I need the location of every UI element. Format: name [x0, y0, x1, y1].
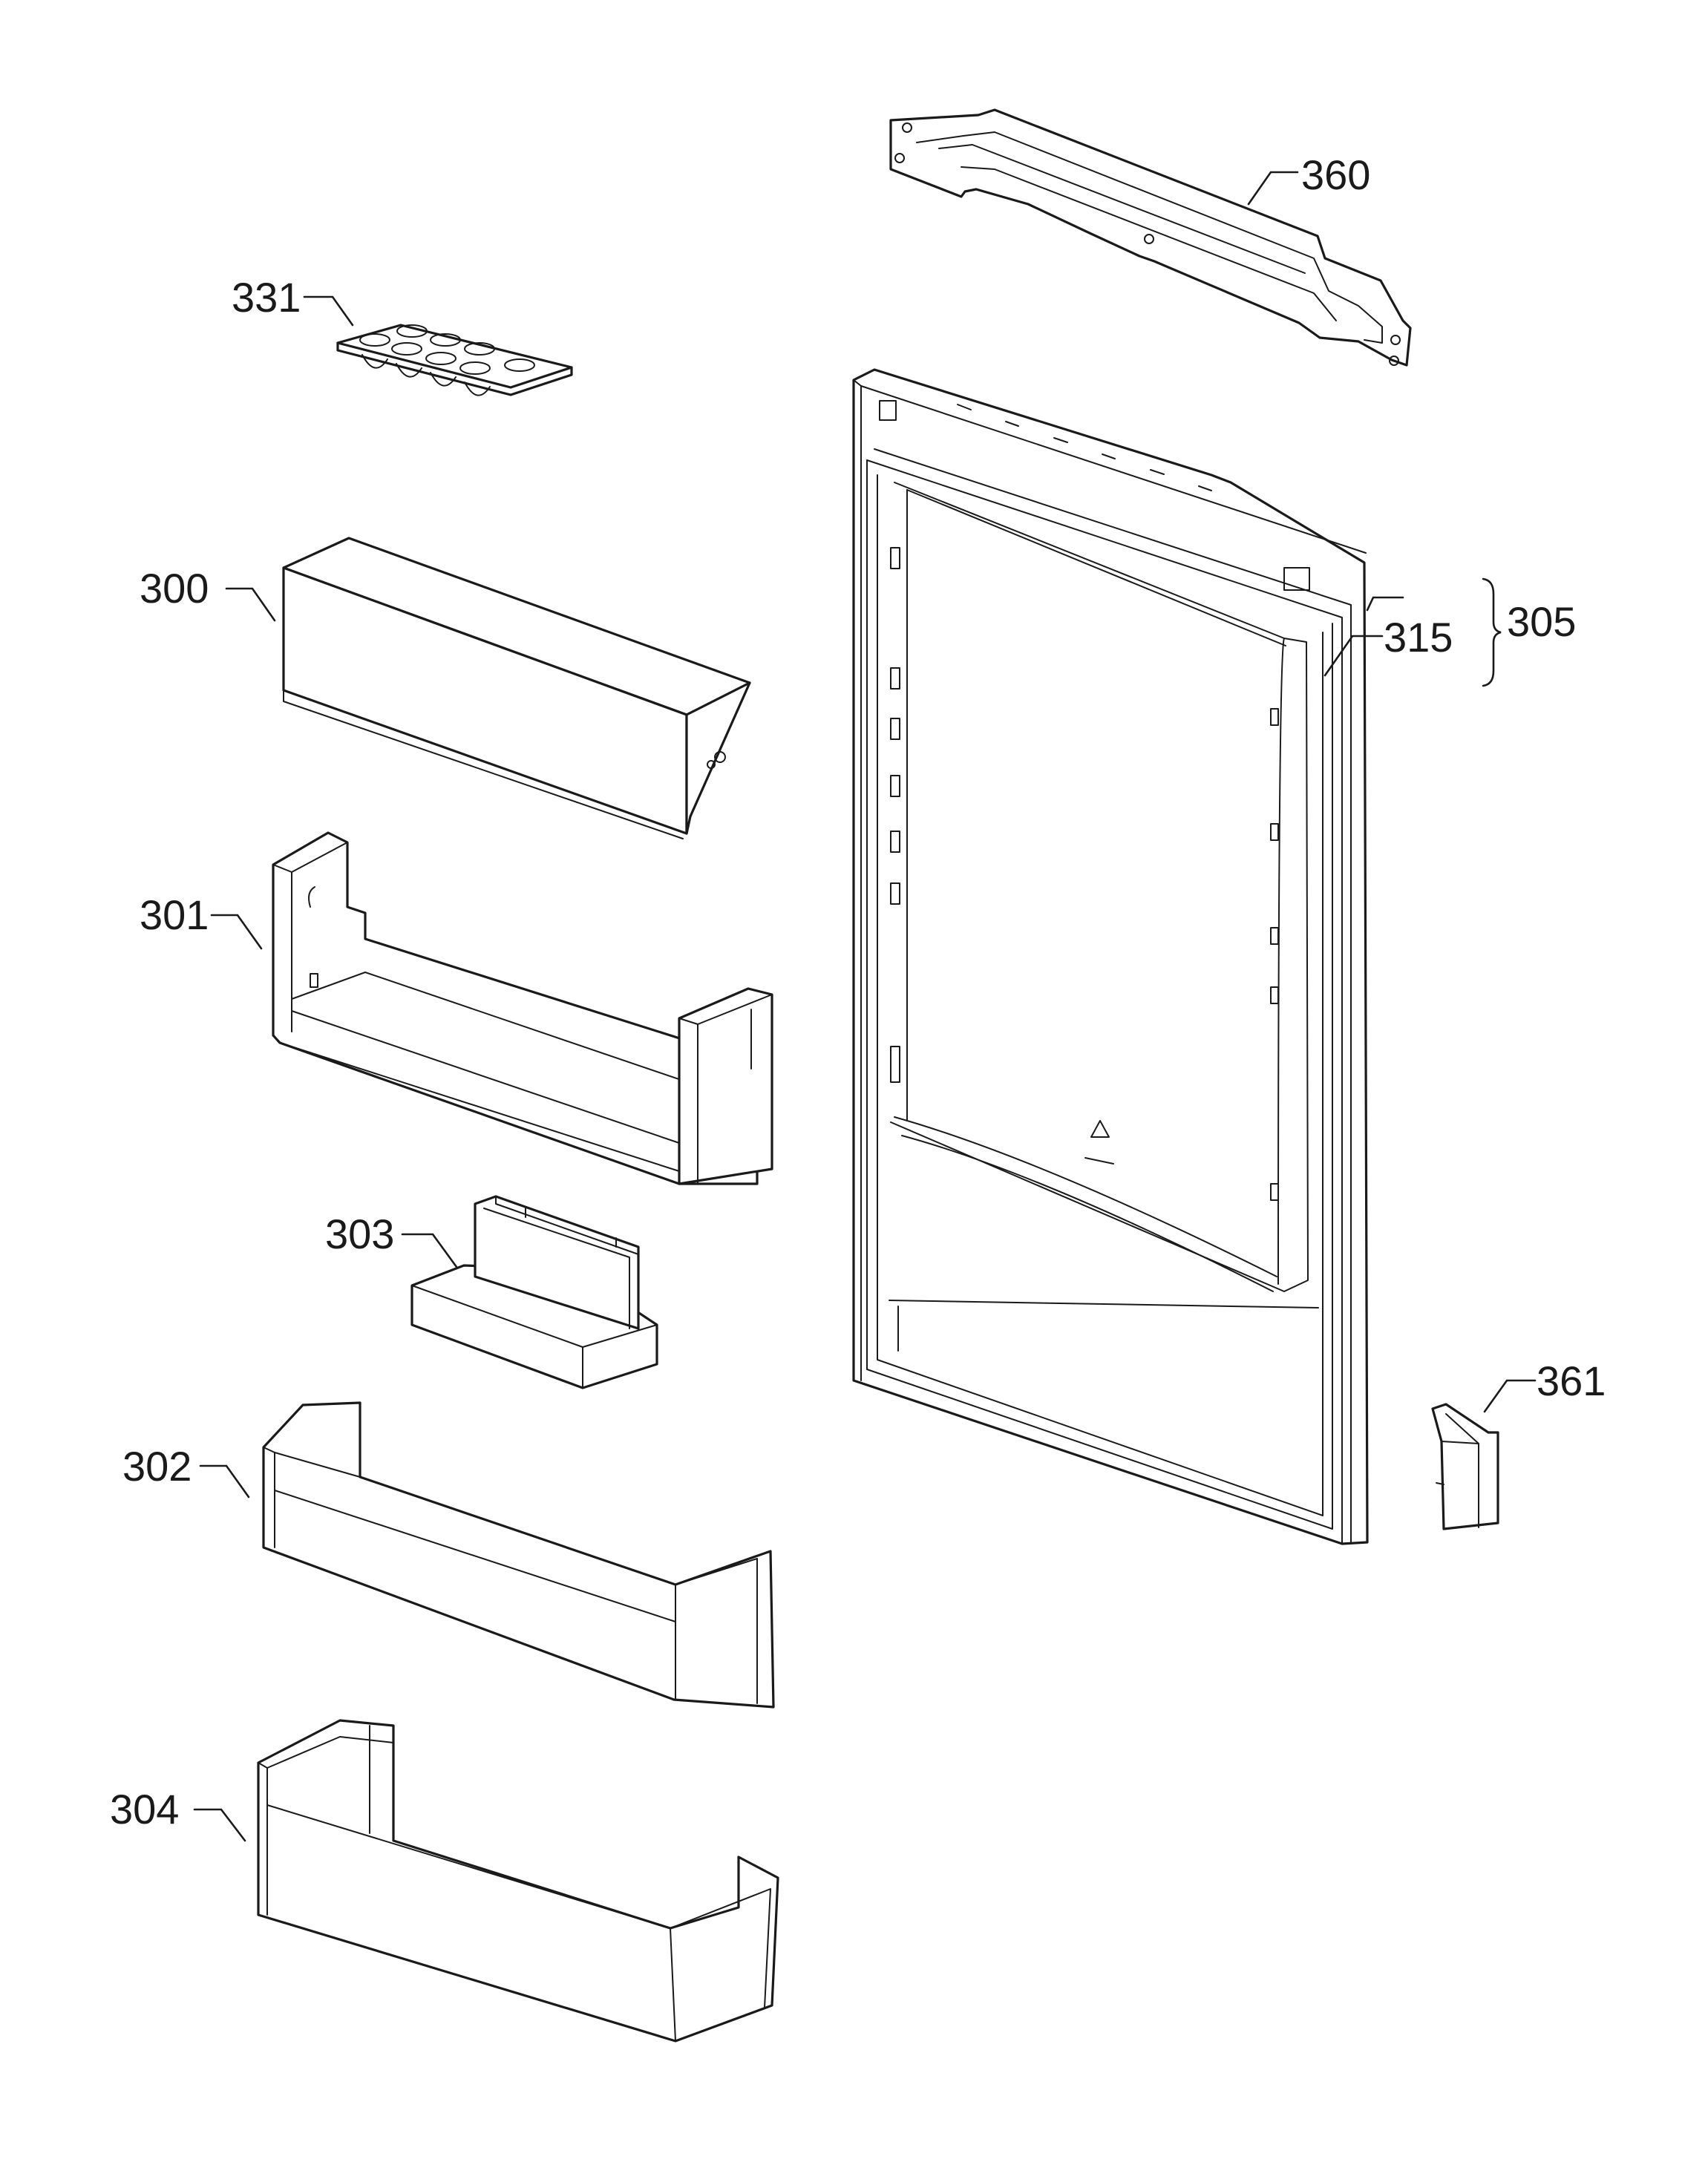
hinge-bracket-part: [889, 108, 1412, 367]
leader-302: [199, 1464, 250, 1499]
part-label-360: 360: [1301, 151, 1370, 198]
part-label-315: 315: [1384, 614, 1453, 661]
leader-315: [1323, 635, 1384, 677]
tall-bottle-shelf-part: [272, 831, 773, 1185]
part-label-303: 303: [325, 1211, 394, 1257]
hinge-cover-part: [1431, 1403, 1499, 1530]
part-label-331: 331: [232, 274, 301, 321]
leader-301: [210, 914, 263, 950]
part-label-301: 301: [140, 891, 209, 938]
door-assembly-part: [852, 368, 1369, 1545]
part-label-302: 302: [122, 1443, 192, 1490]
leader-303: [401, 1233, 458, 1268]
part-label-304: 304: [110, 1786, 179, 1832]
leader-300: [225, 587, 276, 622]
small-bin-part: [410, 1195, 658, 1389]
part-label-305: 305: [1507, 598, 1576, 645]
covered-shelf-part: [282, 537, 751, 839]
leader-304: [193, 1808, 246, 1842]
leader-360: [1247, 171, 1299, 206]
leader-331: [303, 295, 354, 327]
part-label-300: 300: [140, 565, 209, 612]
egg-tray-part: [336, 324, 573, 396]
door-bin-part: [262, 1401, 775, 1709]
leader-305: [1366, 596, 1404, 612]
part-label-361: 361: [1537, 1357, 1606, 1404]
leader-361: [1483, 1379, 1537, 1413]
brace-305: [1482, 577, 1502, 687]
bottle-bin-part: [257, 1719, 779, 2043]
